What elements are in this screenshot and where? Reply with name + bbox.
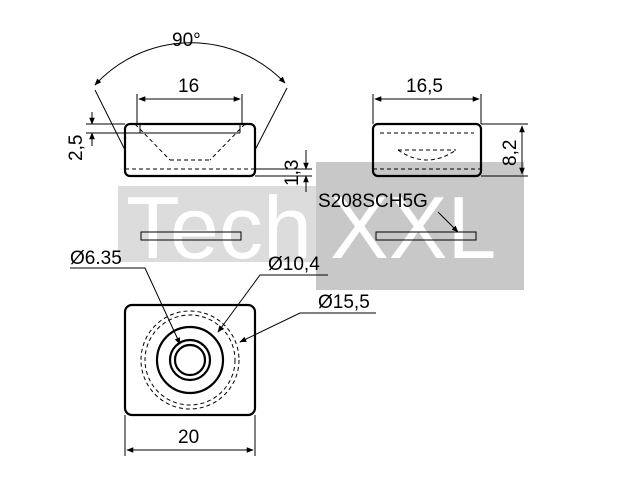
dia-large-callout: Ø15,5 [239,292,376,343]
watermark: Tech XXL [118,162,524,290]
width-20-dimension: 20 [124,415,256,456]
height-1-3-label: 1,3 [282,160,303,186]
angle-arc [94,42,286,86]
dia-mid-label: Ø10,4 [268,254,320,275]
inner-bore-circle [173,343,207,377]
height-8-2-label: 8,2 [500,140,521,166]
watermark-box-right [316,162,524,290]
width-20-label: 20 [178,427,199,448]
top-view-outline [123,303,257,417]
front-view-outline [123,122,257,178]
part-label-callout: S208SCH5G [318,191,459,233]
dia-small-callout: Ø6.35 [70,248,181,345]
angle-dimension: 90° [94,30,288,151]
side-view [371,122,483,178]
top-view [123,303,257,417]
bore-circle [168,338,212,382]
height-2-5-label: 2,5 [66,135,87,161]
angle-label: 90° [172,30,201,51]
width-16-5-dimension: 16,5 [372,76,482,124]
watermark-text-left: Tech [126,178,312,277]
height-8-2-dimension: 8,2 [481,123,528,177]
washer-left [140,231,242,241]
height-1-3-dimension: 1,3 [255,150,312,192]
height-2-5-dimension: 2,5 [66,112,140,161]
washer-right [375,231,477,241]
watermark-box-left [118,186,316,262]
dia-large-label: Ø15,5 [318,292,370,313]
washers [140,231,477,241]
outer-circle [140,310,240,410]
width-16-5-label: 16,5 [406,76,443,97]
part-label: S208SCH5G [318,191,428,212]
dia-mid-callout: Ø10,4 [217,254,328,333]
front-view [123,122,257,178]
watermark-text-right: XXL [330,178,496,277]
width-16-dimension: 16 [136,76,243,124]
width-16-label: 16 [178,76,199,97]
side-view-outline [371,122,483,178]
mid-circle [155,325,225,395]
dia-small-label: Ø6.35 [70,248,122,269]
